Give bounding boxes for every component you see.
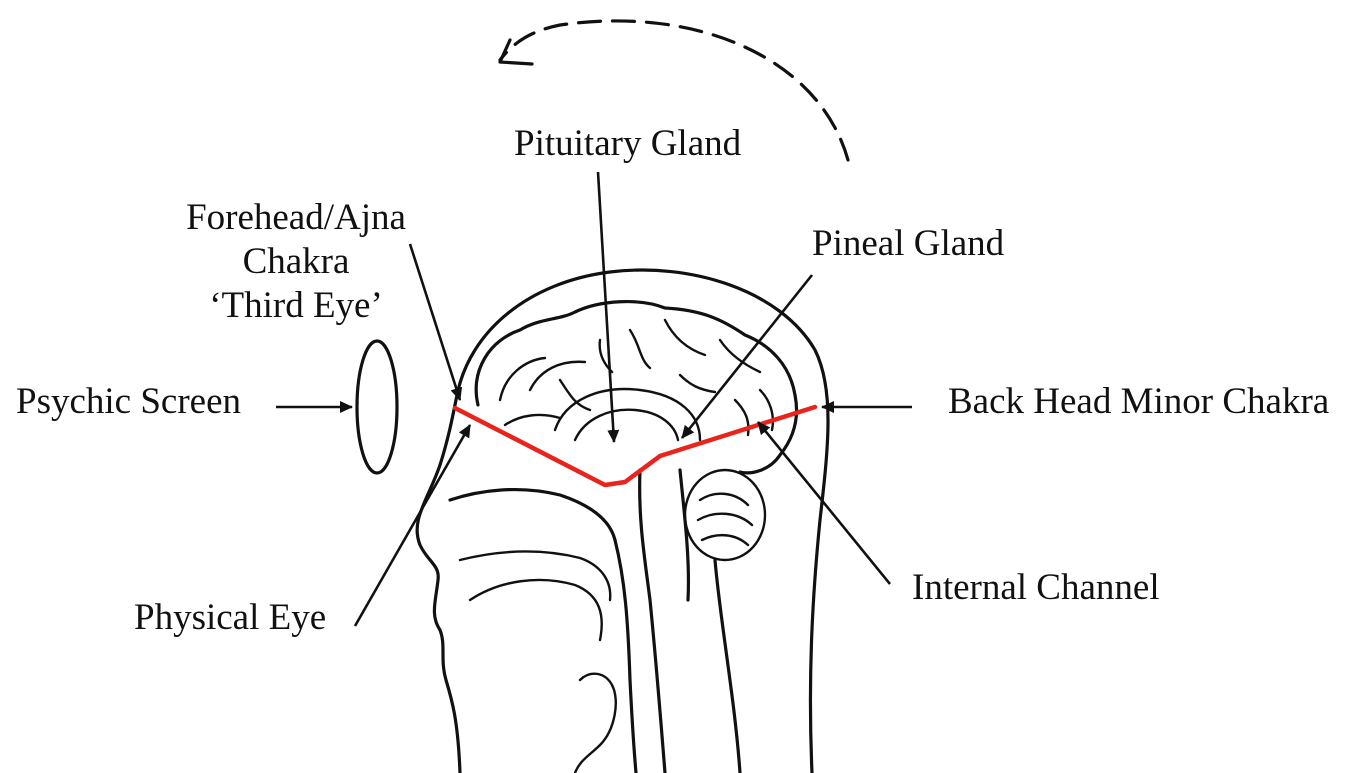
label-psychic-screen: Psychic Screen xyxy=(16,380,241,424)
neck-outline xyxy=(715,560,740,773)
pituitary-arrow xyxy=(598,172,614,442)
internal-channel-line xyxy=(455,407,815,485)
label-forehead-line3: ‘Third Eye’ xyxy=(176,284,416,328)
label-internal-channel: Internal Channel xyxy=(912,566,1160,610)
inner-arc xyxy=(575,410,678,440)
label-forehead-line2: Chakra xyxy=(176,240,416,284)
head-outline xyxy=(457,270,828,773)
psychic-screen-ellipse xyxy=(357,341,397,473)
label-pineal-gland: Pineal Gland xyxy=(812,222,1004,266)
cerebellum xyxy=(685,470,765,560)
tongue xyxy=(470,580,602,640)
internal-channel-arrow xyxy=(758,422,890,584)
label-back-head-minor-chakra: Back Head Minor Chakra xyxy=(948,380,1329,424)
brainstem xyxy=(640,470,689,773)
corpus-callosum xyxy=(555,389,700,440)
label-pituitary-gland: Pituitary Gland xyxy=(514,122,741,166)
physical-eye-arrow xyxy=(355,425,470,626)
forehead-arrow xyxy=(410,244,460,400)
nasal-cavity xyxy=(450,490,615,540)
label-forehead-chakra: Forehead/Ajna Chakra ‘Third Eye’ xyxy=(176,196,416,328)
brain-outline xyxy=(476,302,796,473)
throat xyxy=(615,540,636,773)
label-forehead-line1: Forehead/Ajna xyxy=(176,196,416,240)
larynx xyxy=(575,674,616,773)
brain-folds xyxy=(500,320,773,435)
label-physical-eye: Physical Eye xyxy=(134,596,326,640)
cerebellum-folds xyxy=(698,494,752,545)
